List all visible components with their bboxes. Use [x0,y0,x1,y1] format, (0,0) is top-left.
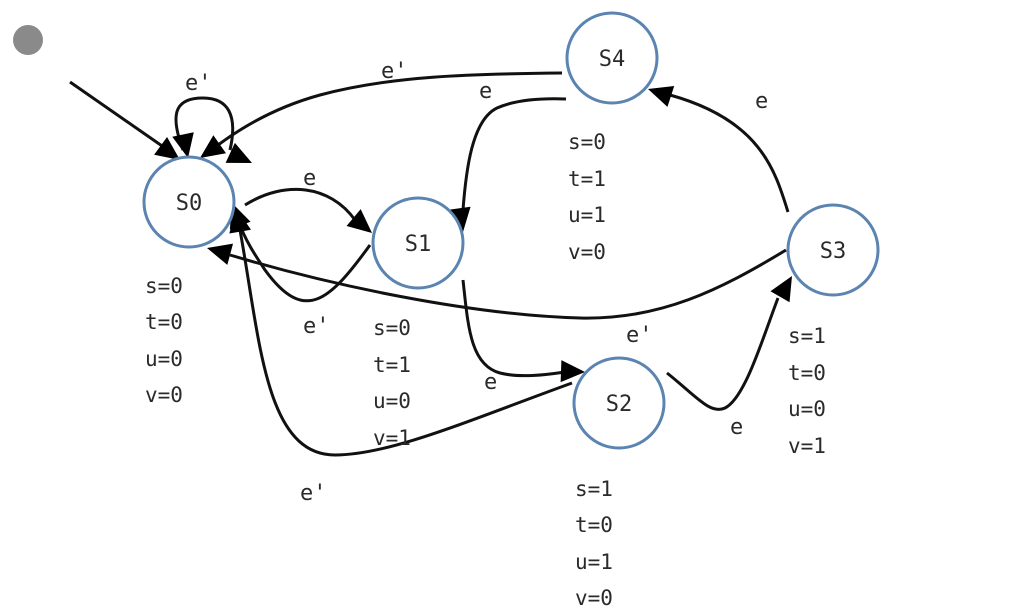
edge-label-s0-s0: e' [185,71,212,96]
outputs-s4: s=0 t=1 u=1 v=0 [568,130,606,264]
output-line: v=0 [575,586,613,609]
corner-dot [13,25,43,55]
edge-label-s4-s1: e [479,79,492,104]
output-line: u=0 [373,389,411,413]
edge-s2-s3-arrowhead [770,276,792,303]
edge-s1-s2 [461,279,566,378]
state-s2: S2 [572,356,666,450]
edge-label-s4-s0: e' [381,59,408,84]
output-line: s=0 [145,274,183,298]
edge-s3-s0 [229,248,787,320]
state-s0: S0 [142,155,236,249]
edge-s4-s1-arrowhead [448,206,471,232]
edge-s0-s1 [244,187,357,221]
edge-s0-s0-arrowhead-2 [225,142,252,163]
state-s4-label: S4 [599,47,626,72]
output-line: s=1 [788,324,826,348]
edge-s1-s0 [236,219,372,303]
output-line: u=0 [788,397,826,421]
output-line: u=1 [575,550,613,574]
start-arrowhead [154,136,180,160]
edge-s3-s4 [669,93,790,213]
outputs-s1: s=0 t=1 u=0 v=1 [373,316,411,450]
edge-s2-s3 [666,297,780,411]
outputs-s3: s=1 t=0 u=0 v=1 [788,324,826,458]
state-s4: S4 [565,11,659,105]
edge-label-s3-s0: e' [626,323,653,348]
edge-label-s2-s0: e' [300,481,327,506]
edge-label-s1-s0: e' [303,314,330,339]
edge-s4-s0 [217,71,563,147]
output-line: v=0 [568,240,606,264]
state-s0-circle [142,155,236,249]
edge-s3-s0-arrowhead [207,243,234,265]
output-line: s=1 [575,477,613,501]
output-line: v=0 [145,383,183,407]
state-s1: S1 [371,196,465,290]
edge-s3-s4-arrowhead [648,85,675,107]
state-s3-label: S3 [820,239,847,264]
edge-label-s1-s2: e [484,370,497,395]
edge-label-s2-s3: e [730,415,743,440]
output-line: s=0 [373,316,411,340]
edge-s0-s0-arrowhead [172,132,194,158]
edge-s4-s1 [461,97,567,211]
edge-s0-s0 [174,96,235,151]
edge-s0-s1-arrowhead [346,209,372,233]
output-line: u=0 [145,347,183,371]
outputs-s0: s=0 t=0 u=0 v=0 [145,274,183,407]
edge-s2-s0 [238,229,573,457]
output-line: v=1 [373,426,411,450]
state-s4-circle [565,11,659,105]
edge-s4-s0-arrowhead [200,135,226,158]
state-s3: S3 [786,203,880,297]
output-line: t=0 [788,361,826,385]
output-line: u=1 [568,203,606,227]
output-line: t=0 [145,310,183,334]
edge-label-s3-s4: e [755,89,768,114]
state-s2-label: S2 [606,392,633,417]
edge-label-s0-s1: e [303,166,316,191]
output-line: t=1 [568,167,606,191]
state-s2-circle [572,356,666,450]
start-arrow [69,80,166,150]
state-s3-circle [786,203,880,297]
state-s0-label: S0 [176,191,203,216]
state-s1-label: S1 [405,232,432,257]
output-line: v=1 [788,434,826,458]
outputs-s2: s=1 t=0 u=1 v=0 [575,477,613,609]
edge-s1-s2-arrowhead [560,360,585,383]
output-line: t=1 [373,353,411,377]
state-s1-circle [371,196,465,290]
output-line: t=0 [575,513,613,537]
edge-s2-s0-arrowhead [229,208,252,234]
output-line: s=0 [568,130,606,154]
